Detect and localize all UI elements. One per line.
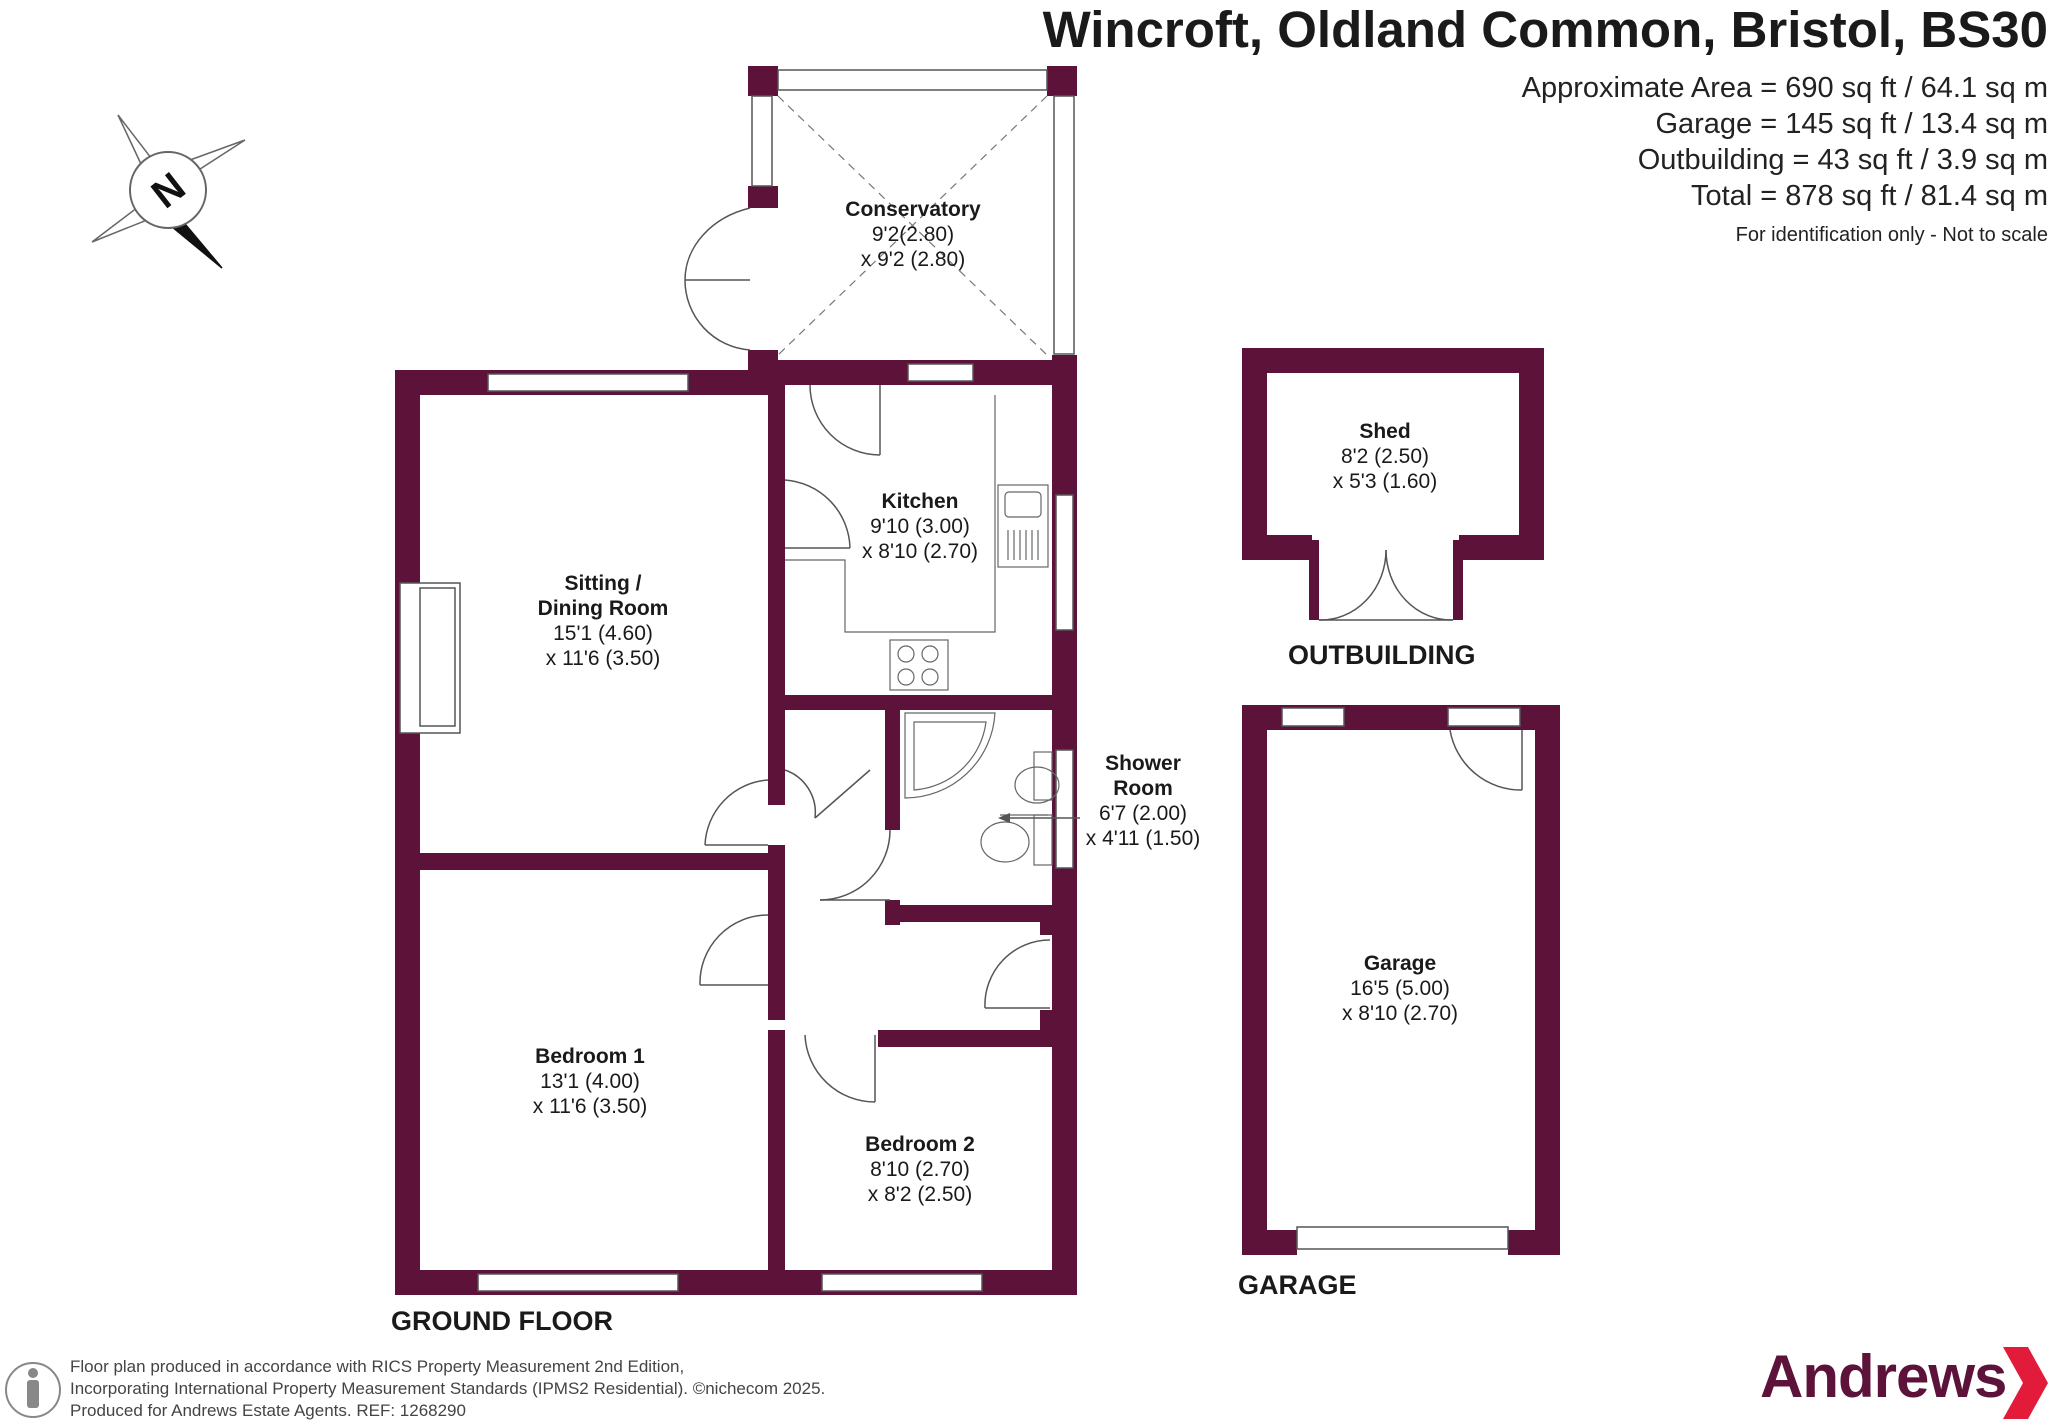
bedroom1-dim2: x 11'6 (3.50) — [533, 1095, 648, 1118]
door-swings — [684, 207, 1051, 1103]
conservatory-name: Conservatory — [845, 198, 981, 221]
svg-text:Shed: Shed — [1359, 420, 1410, 443]
property-title: Wincroft, Oldland Common, Bristol, BS30 — [1042, 1, 2048, 58]
shower-dim1: 6'7 (2.00) — [1099, 802, 1187, 825]
area-summary: Approximate Area = 690 sq ft / 64.1 sq m… — [1522, 70, 2048, 250]
svg-text:Garage: Garage — [1364, 952, 1436, 975]
svg-text:Dining Room: Dining Room — [538, 597, 669, 620]
bedroom1-name: Bedroom 1 — [535, 1045, 645, 1068]
person-icon — [5, 1362, 61, 1418]
ground-floor-label: GROUND FLOOR — [391, 1306, 613, 1336]
kitchen-name: Kitchen — [881, 490, 958, 513]
footer-line-3: Produced for Andrews Estate Agents. REF:… — [70, 1401, 466, 1420]
shed-dim1: 8'2 (2.50) — [1341, 445, 1429, 468]
bedroom1-dim1: 13'1 (4.00) — [540, 1070, 640, 1093]
footer-line-1: Floor plan produced in accordance with R… — [70, 1357, 685, 1376]
kitchen-dim2: x 8'10 (2.70) — [862, 540, 978, 563]
room-labels: Conservatory 9'2(2.80) x 9'2 (2.80) Kitc… — [533, 198, 1458, 1206]
north-compass-icon: N — [91, 114, 246, 269]
ground-floor-walls — [395, 66, 1077, 1295]
area-line-garage: Garage = 145 sq ft / 13.4 sq m — [1655, 108, 2048, 140]
svg-text:Conservatory: Conservatory — [845, 198, 981, 221]
area-line-total: Total = 878 sq ft / 81.4 sq m — [1690, 180, 2048, 212]
shed-walls — [1242, 348, 1544, 621]
shower-name-2: Room — [1113, 777, 1173, 800]
scale-disclaimer: For identification only - Not to scale — [1735, 224, 2048, 246]
svg-text:Bedroom 1: Bedroom 1 — [535, 1045, 645, 1068]
shed-dim2: x 5'3 (1.60) — [1333, 470, 1437, 493]
svg-text:Shower: Shower — [1105, 752, 1181, 775]
garage-label: GARAGE — [1238, 1270, 1357, 1300]
outbuilding-label: OUTBUILDING — [1288, 640, 1476, 670]
footer-notes: Floor plan produced in accordance with R… — [70, 1356, 825, 1422]
svg-text:Room: Room — [1113, 777, 1173, 800]
shower-leader-arrow — [998, 813, 1080, 823]
shed-name: Shed — [1359, 420, 1410, 443]
sitting-name-2: Dining Room — [538, 597, 669, 620]
garage-dim1: 16'5 (5.00) — [1350, 977, 1450, 1000]
conservatory-dim2: x 9'2 (2.80) — [861, 248, 965, 271]
bedroom2-name: Bedroom 2 — [865, 1133, 975, 1156]
kitchen-worktops — [785, 395, 1049, 691]
garage-dim2: x 8'10 (2.70) — [1342, 1002, 1458, 1025]
area-line-approx: Approximate Area = 690 sq ft / 64.1 sq m — [1521, 72, 2048, 104]
svg-text:Bedroom 2: Bedroom 2 — [865, 1133, 975, 1156]
sitting-name-1: Sitting / — [565, 572, 642, 595]
sitting-dim1: 15'1 (4.60) — [553, 622, 653, 645]
footer-line-2: Incorporating International Property Mea… — [70, 1379, 826, 1398]
sitting-dim2: x 11'6 (3.50) — [546, 647, 661, 670]
svg-text:Kitchen: Kitchen — [881, 490, 958, 513]
shower-dim2: x 4'11 (1.50) — [1086, 827, 1201, 850]
andrews-logo-icon — [2003, 1347, 2048, 1419]
bedroom2-dim2: x 8'2 (2.50) — [868, 1183, 972, 1206]
garage-walls — [1242, 705, 1560, 1255]
kitchen-dim1: 9'10 (3.00) — [870, 515, 970, 538]
bedroom2-dim1: 8'10 (2.70) — [870, 1158, 970, 1181]
garage-name: Garage — [1364, 952, 1436, 975]
svg-text:Sitting /: Sitting / — [565, 572, 642, 595]
shower-fittings — [904, 712, 1060, 866]
shower-name-1: Shower — [1105, 752, 1181, 775]
area-line-outbuilding: Outbuilding = 43 sq ft / 3.9 sq m — [1637, 144, 2048, 176]
conservatory-roof-lines — [777, 95, 1048, 356]
brand-logo: Andrews — [1760, 1343, 2007, 1410]
conservatory-dim1: 9'2(2.80) — [872, 223, 954, 246]
